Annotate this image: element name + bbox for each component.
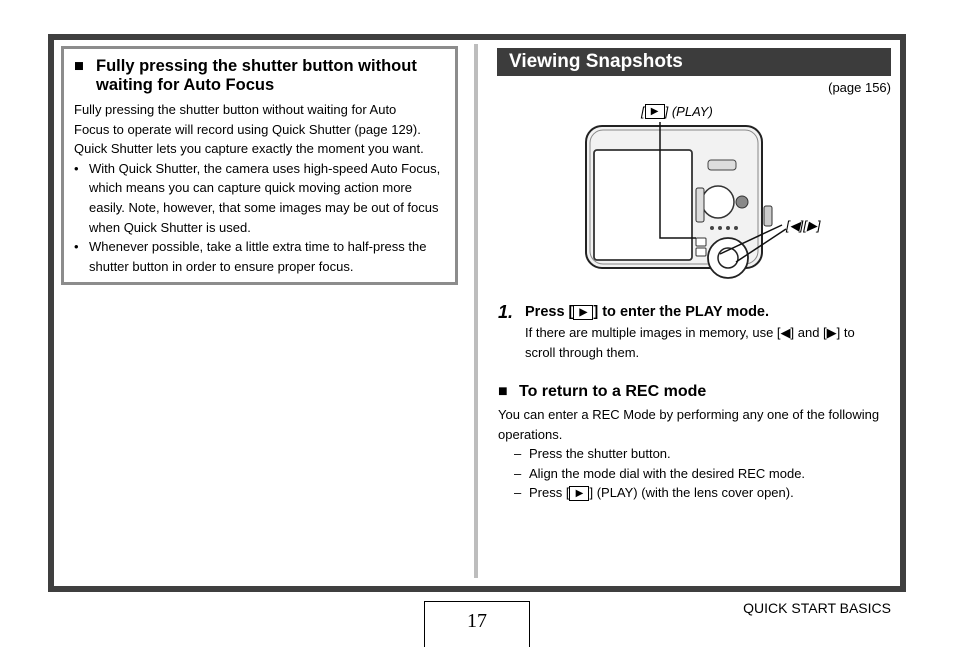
square-bullet-icon: ■ <box>498 383 508 400</box>
page-reference: (page 156) <box>828 80 891 95</box>
play-icon: ▶ <box>644 104 665 119</box>
step-1: 1. Press [▶] to enter the PLAY mode. If … <box>498 302 888 362</box>
rec-mode-section: ■ To return to a REC mode You can enter … <box>498 383 890 503</box>
bullet-text: With Quick Shutter, the camera uses high… <box>89 160 441 235</box>
play-icon: ▶ <box>573 304 594 320</box>
page-frame <box>48 34 906 592</box>
quick-shutter-heading: ■ Fully pressing the shutter button with… <box>74 57 445 95</box>
rec-mode-heading: ■ To return to a REC mode <box>498 383 707 400</box>
heading-text: Fully pressing the shutter button withou… <box>96 57 417 94</box>
rec-mode-intro: You can enter a REC Mode by performing a… <box>498 407 880 442</box>
list-item: – Press [▶] (PLAY) (with the lens cover … <box>514 485 794 502</box>
play-button-label: [ ▶ ] (PLAY) <box>641 104 713 119</box>
page-number: 17 <box>424 601 530 647</box>
step-description: If there are multiple images in memory, … <box>525 325 855 360</box>
list-item: – Press the shutter button. <box>514 446 671 462</box>
arrow-buttons-label: [◀][▶] <box>786 218 821 233</box>
list-item: • Whenever possible, take a little extra… <box>74 237 445 276</box>
footer-section-title: QUICK START BASICS <box>743 600 891 616</box>
step-title: Press [▶] to enter the PLAY mode. <box>525 304 770 320</box>
bullet-text: Whenever possible, take a little extra t… <box>89 239 427 274</box>
intro-line-2: Focus to operate will record using Quick… <box>74 121 421 137</box>
column-divider <box>474 44 478 578</box>
camera-illustration <box>585 122 787 279</box>
play-icon: ▶ <box>569 486 590 502</box>
square-bullet-icon: ■ <box>74 57 84 75</box>
rec-mode-list: – Press the shutter button. – Align the … <box>498 444 890 503</box>
bullet-dot-icon: • <box>74 160 79 176</box>
bullet-dot-icon: • <box>74 239 79 255</box>
step-number: 1. <box>498 302 514 322</box>
list-item: • With Quick Shutter, the camera uses hi… <box>74 159 445 237</box>
quick-shutter-body: Fully pressing the shutter button withou… <box>74 100 445 276</box>
list-item: – Align the mode dial with the desired R… <box>514 465 806 481</box>
intro-line-3: Quick Shutter lets you capture exactly t… <box>74 141 424 157</box>
quick-shutter-box: ■ Fully pressing the shutter button with… <box>61 46 458 285</box>
section-title: Viewing Snapshots <box>497 48 891 76</box>
intro-line-1: Fully pressing the shutter button withou… <box>74 102 397 117</box>
